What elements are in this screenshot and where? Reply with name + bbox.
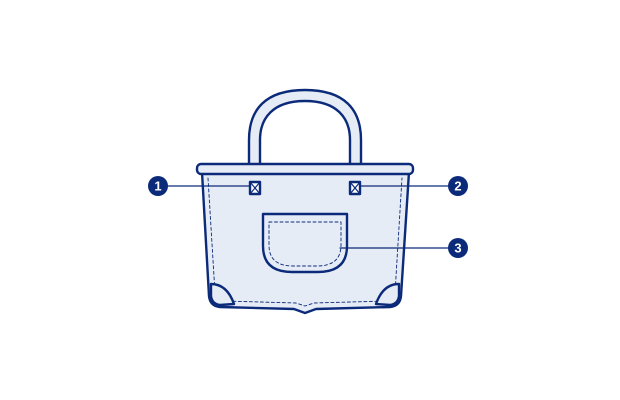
handle-rivet-left — [248, 180, 262, 196]
corner-patch-left — [209, 282, 236, 307]
callout-label-2: 2 — [454, 179, 461, 194]
callout-label-3: 3 — [454, 241, 461, 256]
callout-badge-1: 1 — [148, 176, 168, 196]
callout-label-1: 1 — [154, 179, 161, 194]
bag-illustration — [166, 88, 450, 315]
corner-patch-right — [374, 282, 401, 307]
callout-badge-2: 2 — [448, 176, 468, 196]
handle-rivet-right — [348, 180, 362, 196]
front-pocket — [261, 212, 349, 274]
bag-rim — [195, 162, 415, 176]
callout-badge-3: 3 — [448, 238, 468, 258]
body-stitching — [207, 177, 403, 307]
pocket-stitching — [268, 221, 342, 267]
